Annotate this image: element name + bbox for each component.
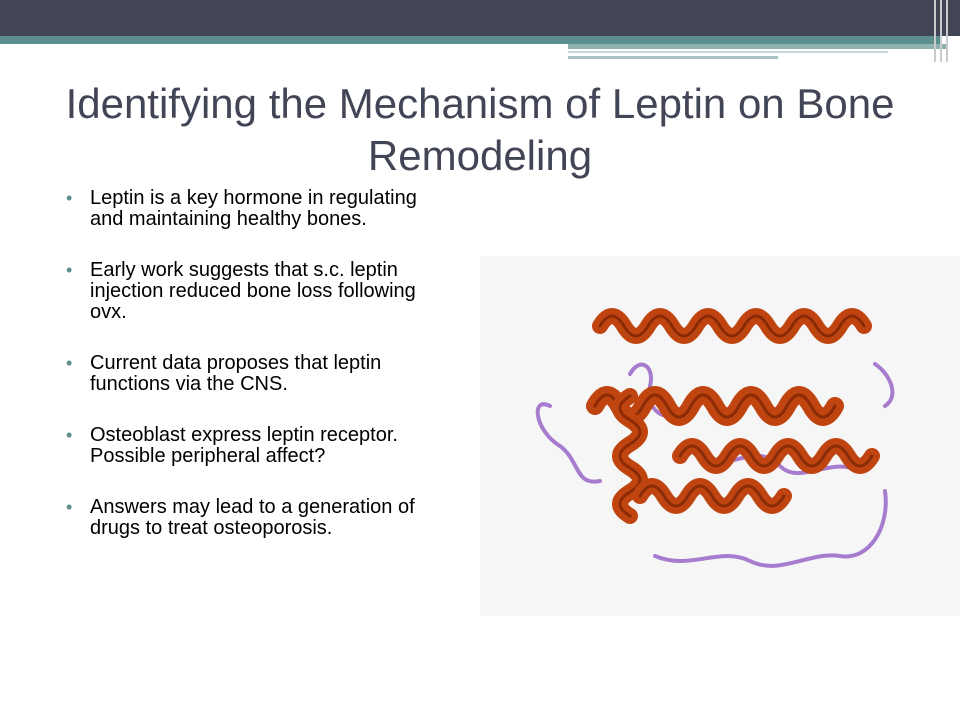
decorative-vertical-lines <box>934 0 952 62</box>
bullet-text: Answers may lead to a generation of drug… <box>90 496 415 539</box>
bullet-text: Osteoblast express leptin receptor. Poss… <box>90 424 398 467</box>
bullet-icon: • <box>66 353 73 373</box>
protein-structure-image <box>480 256 960 616</box>
accent-stripe <box>0 36 940 44</box>
slide-title: Identifying the Mechanism of Leptin on B… <box>65 80 895 179</box>
header-bar <box>0 0 960 36</box>
protein-ribbon-structure-icon <box>535 308 895 568</box>
helix <box>592 308 872 344</box>
bullet-icon: • <box>66 425 73 445</box>
accent-line <box>568 51 888 53</box>
coil-loop <box>873 362 895 408</box>
coil-loop <box>653 489 888 568</box>
bullet-text: Leptin is a key hormone in regulating an… <box>90 187 417 230</box>
accent-line-short <box>568 56 778 59</box>
bullet-item: • Early work suggests that s.c. leptin in… <box>66 260 446 323</box>
bullet-item: • Current data proposes that leptin funct… <box>66 353 446 395</box>
bullet-text: Early work suggests that s.c. leptin inj… <box>90 259 416 323</box>
coil-loop <box>535 402 602 484</box>
bullet-text: Current data proposes that leptin functi… <box>90 352 382 395</box>
bullet-icon: • <box>66 260 73 280</box>
bullet-icon: • <box>66 497 73 517</box>
accent-stripe-light <box>568 44 948 49</box>
bullet-item: • Leptin is a key hormone in regulating a… <box>66 188 446 230</box>
bullet-icon: • <box>66 188 73 208</box>
bullet-list: • Leptin is a key hormone in regulating a… <box>66 188 446 569</box>
bullet-item: • Osteoblast express leptin receptor. Pos… <box>66 425 446 467</box>
bullet-item: • Answers may lead to a generation of dru… <box>66 497 446 539</box>
